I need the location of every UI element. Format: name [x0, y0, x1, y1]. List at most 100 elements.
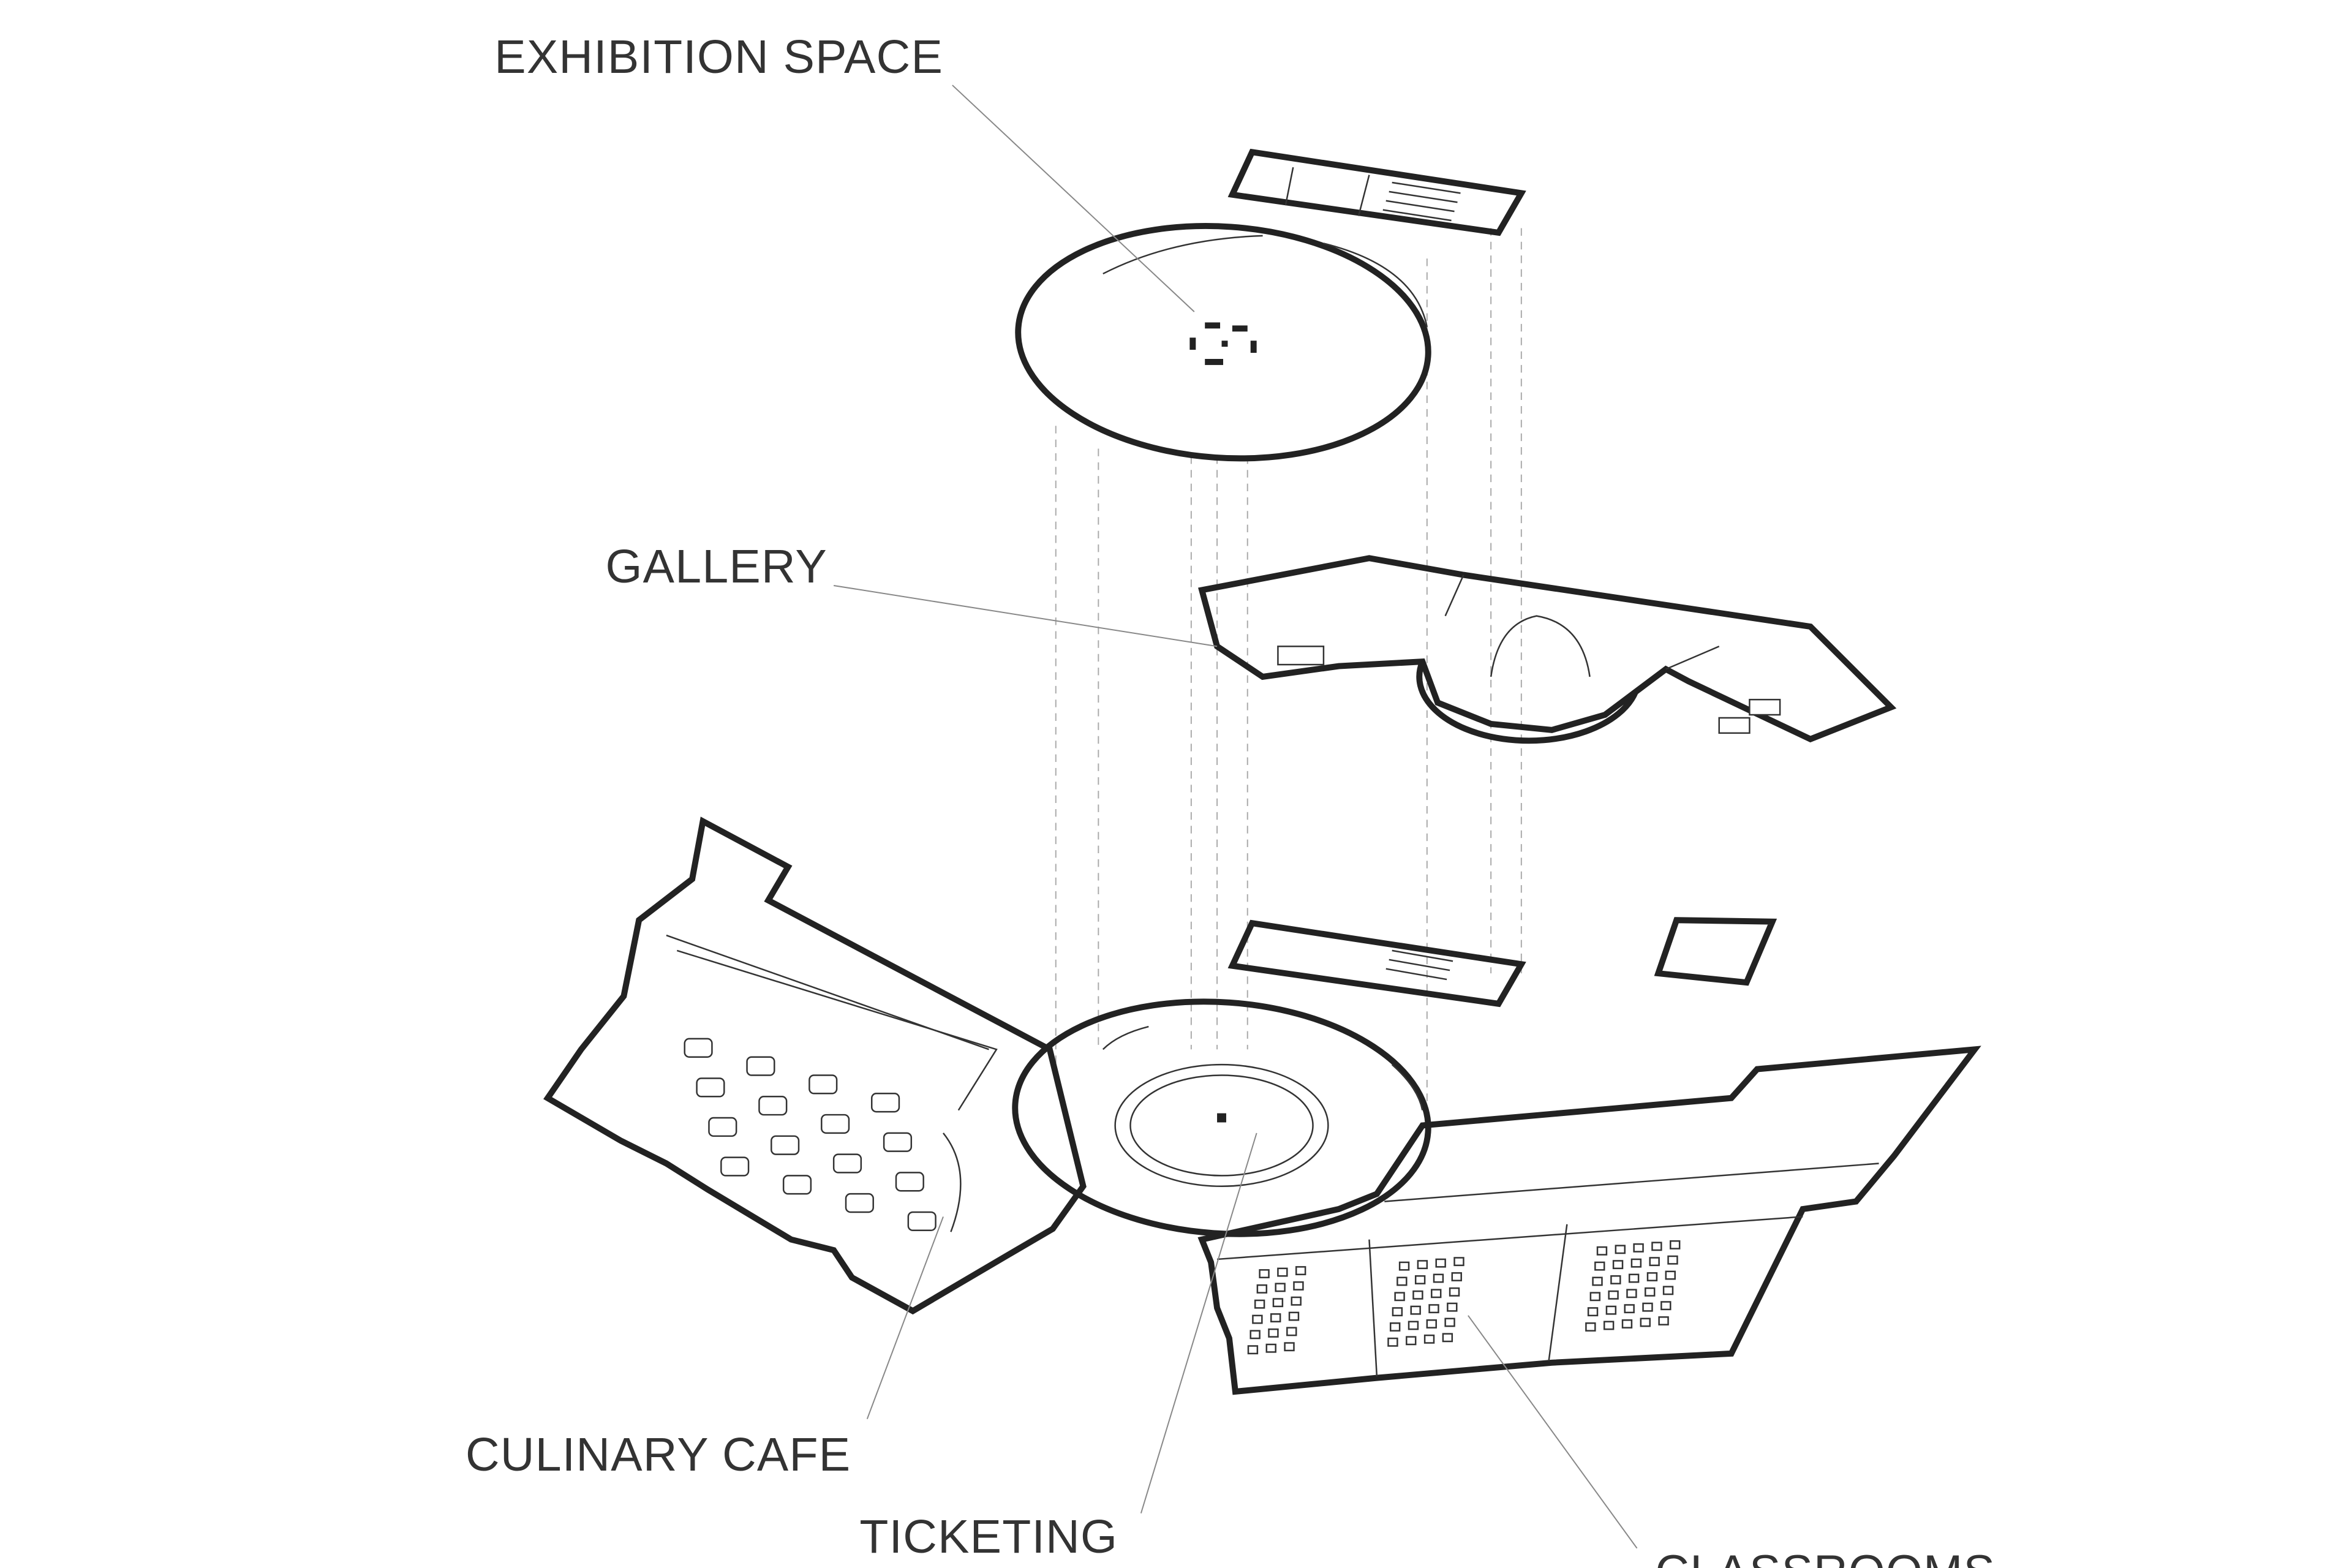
classroom-seat — [1624, 1304, 1635, 1314]
classroom-seat — [1608, 1290, 1619, 1300]
classroom-seat — [1272, 1298, 1284, 1308]
classroom-seat — [1605, 1305, 1617, 1315]
classroom-seat — [1603, 1321, 1615, 1330]
cafe-table — [771, 1135, 800, 1155]
classroom-seat — [1277, 1267, 1288, 1277]
label-classrooms: CLASSROOMS — [1655, 1545, 1996, 1568]
label-ticketing: TICKETING — [859, 1510, 1118, 1563]
cafe-table — [746, 1056, 775, 1076]
east-wing-outline — [1197, 1046, 1981, 1395]
classroom-seat — [1252, 1314, 1263, 1324]
classroom-seat — [1451, 1272, 1462, 1281]
classroom-seat — [1423, 1334, 1435, 1344]
classroom-seat — [1435, 1258, 1446, 1268]
classroom-seat — [1645, 1287, 1656, 1297]
projection-lines — [1055, 228, 1522, 1126]
cafe-table — [870, 1093, 900, 1113]
classroom-seat — [1453, 1257, 1464, 1267]
classroom-seat — [1396, 1276, 1408, 1286]
classroom-seat — [1665, 1270, 1676, 1280]
cafe-table — [907, 1211, 937, 1232]
cafe-table — [782, 1175, 812, 1195]
classroom-seat — [1412, 1290, 1423, 1300]
cafe-table — [895, 1172, 924, 1192]
classroom-seat — [1256, 1284, 1268, 1294]
cafe-table — [832, 1153, 862, 1174]
classroom-seat — [1265, 1343, 1276, 1353]
classroom-seat — [1612, 1260, 1624, 1270]
classroom-seat — [1621, 1319, 1633, 1329]
classroom-seat — [1642, 1302, 1653, 1312]
classroom-seat — [1431, 1289, 1442, 1298]
exhibition-columns — [1189, 322, 1257, 365]
classroom-seat — [1254, 1299, 1265, 1309]
classroom-seat — [1594, 1261, 1605, 1271]
cafe-table — [696, 1077, 725, 1098]
classroom-seat — [1626, 1289, 1637, 1298]
exhibition-floor-plan — [1015, 148, 1526, 462]
cafe-table — [883, 1132, 913, 1152]
classroom-seat — [1284, 1342, 1295, 1352]
classroom-seat — [1389, 1322, 1401, 1332]
classroom-seat — [1410, 1305, 1421, 1315]
classroom-seat — [1291, 1296, 1302, 1306]
classroom-seat — [1275, 1283, 1286, 1292]
classroom-seat — [1633, 1243, 1644, 1253]
classroom-seat — [1628, 1273, 1640, 1283]
classroom-seat — [1670, 1240, 1681, 1250]
classroom-seat — [1610, 1275, 1621, 1284]
classroom-seat — [1592, 1276, 1603, 1286]
cafe-tables — [684, 1038, 937, 1232]
classroom-seat — [1587, 1307, 1599, 1317]
classroom-seat — [1387, 1337, 1398, 1347]
cafe-outline — [543, 816, 1087, 1315]
classroom-seat — [1295, 1266, 1306, 1276]
cafe-table — [821, 1114, 850, 1134]
classroom-seat — [1286, 1327, 1297, 1336]
classroom-seat — [1585, 1322, 1596, 1332]
classroom-seat — [1667, 1255, 1678, 1265]
classroom-seat — [1442, 1333, 1453, 1343]
cafe-table — [720, 1156, 750, 1177]
classroom-seat — [1444, 1317, 1455, 1327]
classroom-seat — [1649, 1257, 1660, 1267]
classroom-seat — [1414, 1275, 1426, 1284]
cafe-table — [708, 1117, 737, 1137]
classroom-seat — [1250, 1330, 1261, 1340]
classroom-seat — [1417, 1260, 1428, 1270]
classroom-seat — [1392, 1307, 1403, 1317]
classroom-seat — [1630, 1258, 1642, 1268]
classroom-seat — [1433, 1273, 1444, 1283]
classroom-seat — [1270, 1313, 1281, 1322]
classroom-seat — [1293, 1281, 1304, 1291]
cafe-table — [845, 1193, 874, 1213]
classroom-seat — [1408, 1321, 1419, 1330]
classroom-seat — [1589, 1292, 1600, 1302]
cafe-table — [684, 1038, 713, 1058]
classroom-seat — [1646, 1272, 1658, 1281]
classroom-seat — [1449, 1287, 1460, 1297]
classroom-seat — [1406, 1336, 1417, 1346]
ground-floor-plan — [543, 816, 1981, 1395]
classroom-seat — [1596, 1246, 1608, 1256]
classroom-seat — [1247, 1345, 1259, 1355]
label-culinary-cafe: CULINARY CAFE — [466, 1428, 851, 1481]
classroom-seat — [1268, 1328, 1279, 1338]
classroom-seat — [1615, 1245, 1626, 1254]
classroom-seats — [1247, 1240, 1681, 1355]
classroom-seat — [1660, 1301, 1672, 1311]
classroom-seat — [1447, 1302, 1458, 1312]
cafe-table — [809, 1074, 838, 1095]
classroom-seat — [1662, 1286, 1674, 1295]
classroom-seat — [1394, 1292, 1405, 1302]
classroom-seat — [1428, 1304, 1439, 1314]
label-gallery: GALLERY — [606, 540, 827, 593]
cafe-table — [758, 1096, 788, 1116]
classroom-seat — [1651, 1242, 1662, 1251]
classroom-seat — [1658, 1316, 1669, 1325]
classroom-seat — [1398, 1261, 1410, 1271]
label-exhibition-space: EXHIBITION SPACE — [494, 31, 943, 83]
classroom-seat — [1640, 1317, 1651, 1327]
